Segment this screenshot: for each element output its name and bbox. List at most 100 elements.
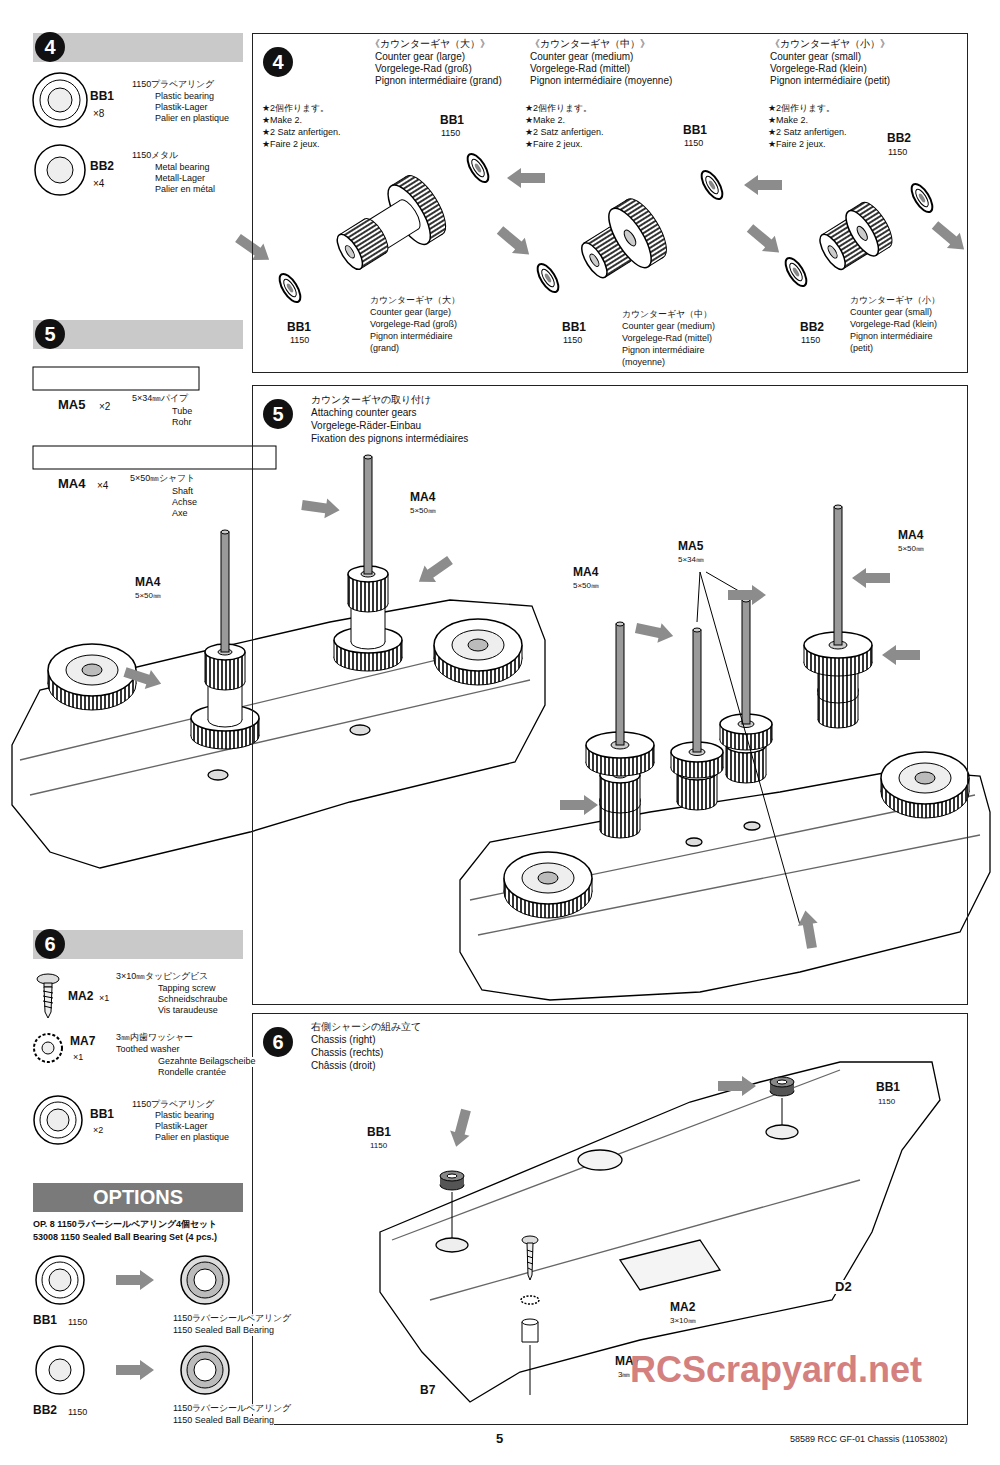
annotation-text: 《カウンターギヤ（大）》: [370, 38, 490, 49]
annotation-text: 3㎜: [618, 1371, 630, 1380]
annotation-text: 《カウンターギヤ（小）》: [770, 38, 890, 49]
washer-icon: [521, 1296, 539, 1304]
annotation-text: Rohr: [172, 418, 192, 428]
annotation-text: ★Faire 2 jeux.: [525, 140, 583, 150]
annotation-text: 58589 RCC GF-01 Chassis (11053802): [790, 1435, 947, 1445]
annotation-text: 3×10㎜: [670, 1317, 696, 1326]
arrow: [634, 618, 675, 645]
counter-gear-large: [325, 169, 453, 284]
annotation-text: BB2: [33, 1404, 57, 1417]
annotation-text: カウンターギヤ（小）: [850, 296, 940, 306]
annotation-text: Vorgelege-Rad (groß): [370, 320, 457, 330]
annotation-text: Metall-Lager: [155, 174, 205, 184]
bearing: [464, 151, 493, 186]
annotation-text: ★Make 2.: [525, 116, 565, 126]
annotation-text: 53008 1150 Sealed Ball Bearing Set (4 pc…: [33, 1233, 217, 1243]
part-outline: [33, 367, 276, 469]
bearing: [782, 255, 811, 290]
annotation-text: MA4: [898, 529, 923, 542]
annotation-text: ×2: [99, 401, 110, 412]
arrow: [796, 909, 822, 950]
step-header-band: 5: [33, 320, 243, 349]
annotation-text: ★Make 2.: [768, 116, 808, 126]
annotation-text: MA5: [678, 540, 703, 553]
annotation-text: 1150: [563, 336, 582, 346]
annotation-text: Counter gear (small): [770, 51, 861, 62]
annotation-text: Palier en plastique: [155, 1133, 229, 1143]
annotation-text: Pignon intermédiaire (petit): [770, 75, 890, 86]
shaft: [221, 455, 372, 652]
annotation-text: MA2: [68, 990, 93, 1003]
annotation-text: Metal bearing: [155, 163, 210, 173]
annotation-text: 5×34㎜パイプ: [132, 394, 188, 404]
annotation-text: Shaft: [172, 487, 193, 497]
annotation-text: Toothed washer: [116, 1045, 180, 1055]
annotation-text: カウンターギヤの取り付け: [311, 394, 431, 405]
annotation-text: 1150: [68, 1408, 87, 1418]
annotation-text: ×8: [93, 108, 104, 119]
annotation-text: Pignon intermédiaire: [622, 346, 705, 356]
step-number: 5: [263, 399, 293, 429]
annotation-text: Vorgelege-Rad (klein): [850, 320, 937, 330]
options-band: OPTIONS: [33, 1183, 243, 1212]
annotation-text: Rondelle crantée: [158, 1068, 226, 1078]
annotation-text: Vorgelege-Rad (mittel): [530, 63, 630, 74]
arrow: [728, 585, 766, 605]
annotation-text: 右側シャーシの組み立て: [311, 1021, 421, 1032]
annotation-text: Tapping screw: [158, 984, 216, 994]
annotation-text: Vorgelege-Rad (klein): [770, 63, 867, 74]
annotation-text: 1150 Sealed Ball Bearing: [173, 1416, 274, 1426]
annotation-text: BB1: [683, 124, 707, 137]
screw-icon: [37, 974, 59, 1018]
annotation-text: Vis taraudeuse: [158, 1006, 218, 1016]
washer-icon: [34, 1034, 62, 1062]
annotation-text: Vorgelege-Rad (groß): [375, 63, 472, 74]
diff-gear: [504, 852, 592, 918]
arrow: [882, 645, 920, 665]
annotation-text: 5×50㎜: [135, 592, 161, 601]
annotation-text: カウンターギヤ（中）: [622, 310, 712, 320]
chassis-outline: [12, 600, 545, 868]
annotation-text: ★Make 2.: [262, 116, 302, 126]
arrow: [116, 1360, 154, 1380]
annotation-text: ★2個作ります。: [768, 104, 835, 114]
annotation-text: 5×34㎜: [678, 556, 704, 565]
arrow: [232, 230, 275, 268]
annotation-text: BB1: [287, 321, 311, 334]
step-number: 6: [263, 1027, 293, 1057]
screw-icon: [522, 1236, 538, 1280]
guide-line: [452, 1098, 782, 1238]
step-number: 4: [35, 32, 65, 62]
annotation-text: Plastic bearing: [155, 92, 214, 102]
annotation-text: Schneidschraube: [158, 995, 228, 1005]
annotation-text: Counter gear (small): [850, 308, 932, 318]
annotation-text: 1150プラベアリング: [132, 80, 214, 90]
chassis-outline: [380, 1062, 940, 1402]
annotation-text: Pignon intermédiaire: [850, 332, 933, 342]
annotation-text: Chassis (right): [311, 1034, 375, 1045]
annotation-text: 5×50㎜: [573, 582, 599, 591]
arrow: [116, 1270, 154, 1290]
annotation-text: ×4: [93, 178, 104, 189]
annotation-text: Pignon intermédiaire: [370, 332, 453, 342]
annotation-text: BB2: [90, 160, 114, 173]
counter-gear-medium: [570, 193, 675, 294]
annotation-text: カウンターギヤ（大）: [370, 296, 460, 306]
annotation-text: MA4: [410, 491, 435, 504]
annotation-text: MA4: [58, 477, 85, 491]
annotation-text: ×4: [97, 480, 108, 491]
bearing: [770, 1077, 794, 1096]
annotation-text: 1150: [441, 129, 460, 139]
annotation-text: 1150: [370, 1142, 387, 1151]
arrow: [447, 1107, 476, 1149]
annotation-text: Achse: [172, 498, 197, 508]
annotation-text: Counter gear (medium): [622, 322, 715, 332]
annotation-text: 1150 Sealed Ball Bearing: [173, 1326, 274, 1336]
annotation-text: Châssis (droit): [311, 1060, 375, 1071]
annotation-text: MA7: [70, 1035, 95, 1048]
annotation-text: Chassis (rechts): [311, 1047, 383, 1058]
annotation-text: 1150プラベアリング: [132, 1100, 214, 1110]
annotation-text: (petit): [850, 344, 873, 354]
step-number: 6: [35, 929, 65, 959]
